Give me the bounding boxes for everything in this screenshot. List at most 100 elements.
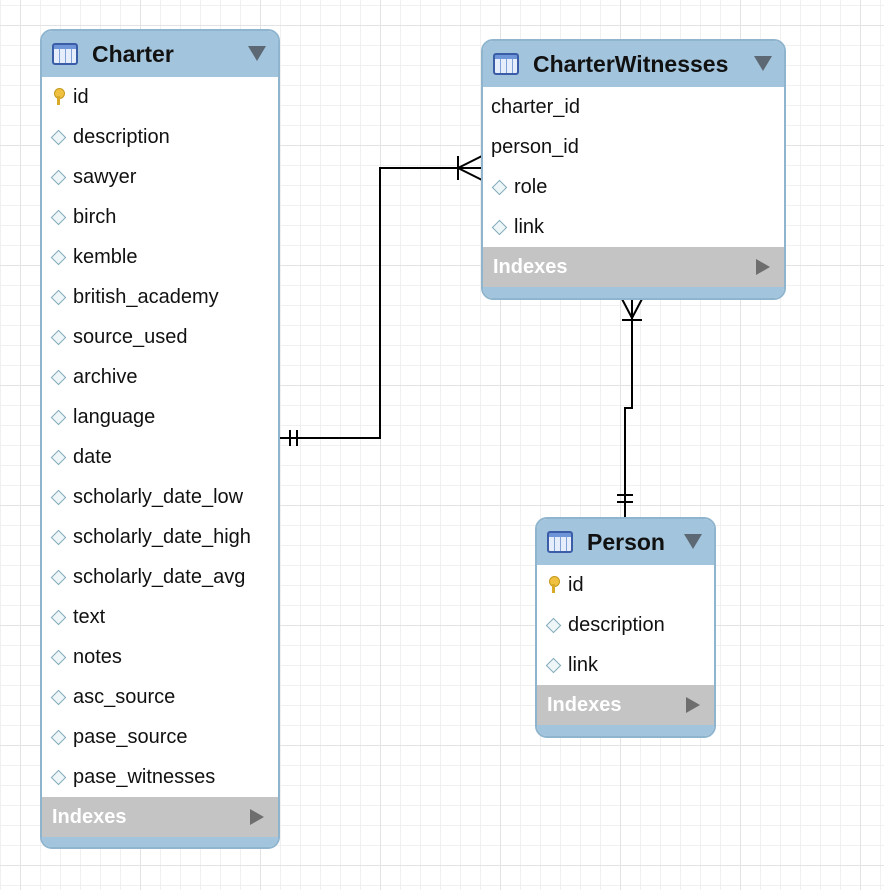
person-table-header[interactable]: Person xyxy=(537,519,714,565)
column-name: charter_id xyxy=(491,95,580,118)
column-row[interactable]: person_id xyxy=(483,127,784,167)
column-name: kemble xyxy=(73,245,138,268)
column-row[interactable]: asc_source xyxy=(42,677,278,717)
relationship-person-to-charterwitnesses xyxy=(617,298,643,517)
column-name: scholarly_date_low xyxy=(73,485,244,508)
column-row[interactable]: scholarly_date_avg xyxy=(42,557,278,597)
column-name: language xyxy=(73,405,156,428)
column-row[interactable]: scholarly_date_low xyxy=(42,477,278,517)
column-name: link xyxy=(568,653,599,676)
column-row[interactable]: link xyxy=(537,645,714,685)
column-row[interactable]: sawyer xyxy=(42,157,278,197)
crow-foot-mark xyxy=(457,167,483,181)
column-row[interactable]: text xyxy=(42,597,278,637)
connector-line xyxy=(624,299,633,517)
dropdown-arrow-icon[interactable] xyxy=(684,534,702,549)
diamond-icon xyxy=(50,208,66,226)
key-icon xyxy=(545,576,561,594)
diamond-icon xyxy=(50,168,66,186)
column-name: british_academy xyxy=(73,285,219,308)
charterwitnesses-table-title: CharterWitnesses xyxy=(533,50,729,77)
diamond-icon xyxy=(50,328,66,346)
person-table-title: Person xyxy=(587,528,665,555)
column-name: scholarly_date_high xyxy=(73,525,251,548)
table-icon xyxy=(547,531,573,553)
diamond-icon xyxy=(50,368,66,386)
column-name: person_id xyxy=(491,135,579,158)
column-row[interactable]: role xyxy=(483,167,784,207)
column-row[interactable]: id xyxy=(42,77,278,117)
column-row[interactable]: description xyxy=(537,605,714,645)
charterwitnesses-table-footer xyxy=(483,287,784,298)
charter-indexes-section[interactable]: Indexes xyxy=(42,797,278,837)
column-name: pase_source xyxy=(73,725,188,748)
column-name: description xyxy=(568,613,665,636)
column-row[interactable]: british_academy xyxy=(42,277,278,317)
table-icon xyxy=(493,53,519,75)
diamond-icon xyxy=(50,688,66,706)
table-icon xyxy=(52,43,78,65)
diamond-icon xyxy=(50,608,66,626)
column-name: scholarly_date_avg xyxy=(73,565,246,588)
expand-indexes-icon[interactable] xyxy=(686,697,700,713)
diamond-icon xyxy=(50,448,66,466)
diamond-icon xyxy=(50,128,66,146)
person-indexes-section[interactable]: Indexes xyxy=(537,685,714,725)
column-row[interactable]: notes xyxy=(42,637,278,677)
diamond-icon xyxy=(50,568,66,586)
diamond-icon xyxy=(50,528,66,546)
charter-table[interactable]: Charter id description sawyer birch kemble br… xyxy=(40,29,280,849)
column-row[interactable]: date xyxy=(42,437,278,477)
relationship-charter-to-charterwitnesses xyxy=(280,155,483,446)
column-name: birch xyxy=(73,205,117,228)
column-name: link xyxy=(514,215,545,238)
diamond-icon xyxy=(491,178,507,196)
charter-table-header[interactable]: Charter xyxy=(42,31,278,77)
diamond-icon xyxy=(50,288,66,306)
dropdown-arrow-icon[interactable] xyxy=(754,56,772,71)
indexes-label: Indexes xyxy=(493,255,568,278)
column-name: id xyxy=(568,573,584,596)
charterwitnesses-indexes-section[interactable]: Indexes xyxy=(483,247,784,287)
column-row[interactable]: pase_source xyxy=(42,717,278,757)
column-row[interactable]: language xyxy=(42,397,278,437)
column-row[interactable]: pase_witnesses xyxy=(42,757,278,797)
column-name: asc_source xyxy=(73,685,176,708)
column-name: archive xyxy=(73,365,138,388)
person-table[interactable]: Person id description link Indexes xyxy=(535,517,716,738)
charterwitnesses-table-header[interactable]: CharterWitnesses xyxy=(483,41,784,87)
crow-foot-mark xyxy=(621,298,633,319)
diamond-icon xyxy=(50,248,66,266)
column-row[interactable]: scholarly_date_high xyxy=(42,517,278,557)
dropdown-arrow-icon[interactable] xyxy=(248,46,266,61)
diamond-icon xyxy=(50,728,66,746)
diamond-icon xyxy=(50,648,66,666)
diamond-icon xyxy=(50,488,66,506)
charter-table-footer xyxy=(42,837,278,847)
column-row[interactable]: link xyxy=(483,207,784,247)
column-row[interactable]: birch xyxy=(42,197,278,237)
column-row[interactable]: source_used xyxy=(42,317,278,357)
column-name: description xyxy=(73,125,170,148)
diamond-icon xyxy=(50,408,66,426)
column-row[interactable]: archive xyxy=(42,357,278,397)
column-row[interactable]: id xyxy=(537,565,714,605)
charter-columns: id description sawyer birch kemble british_ac… xyxy=(42,77,278,797)
column-row[interactable]: charter_id xyxy=(483,87,784,127)
diamond-icon xyxy=(491,218,507,236)
person-table-footer xyxy=(537,725,714,736)
column-name: notes xyxy=(73,645,122,668)
column-name: id xyxy=(73,85,89,108)
column-row[interactable]: description xyxy=(42,117,278,157)
diamond-icon xyxy=(545,616,561,634)
key-icon xyxy=(50,88,66,106)
indexes-label: Indexes xyxy=(52,805,127,828)
expand-indexes-icon[interactable] xyxy=(756,259,770,275)
column-row[interactable]: kemble xyxy=(42,237,278,277)
expand-indexes-icon[interactable] xyxy=(250,809,264,825)
crow-foot-mark xyxy=(631,298,643,319)
indexes-label: Indexes xyxy=(547,693,622,716)
